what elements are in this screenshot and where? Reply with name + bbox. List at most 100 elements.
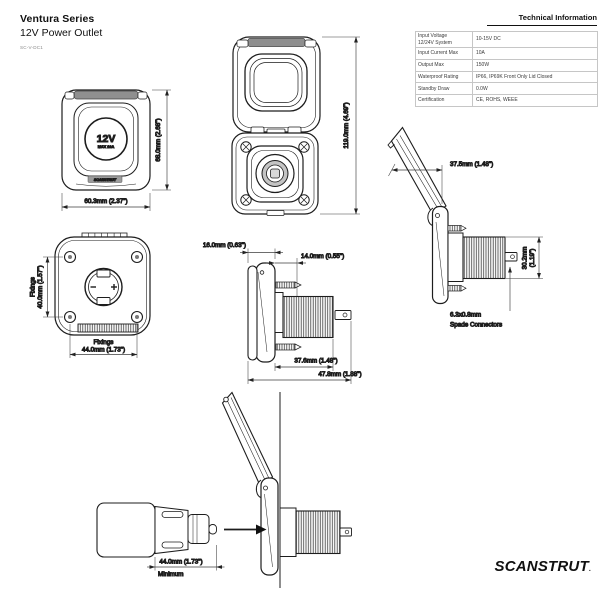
dim-fixings-height: 40.0mm (1.57") [37,265,44,308]
spade-connector [504,252,518,262]
screw [298,194,310,206]
spec-row: Output Max 150W [416,59,597,72]
lid-brand-text: SCANSTRUT [94,178,117,182]
spec-row: Certification CE, ROHS, WEEE [416,95,597,106]
collar [279,507,297,557]
spec-value: 10A [476,50,485,57]
spade-callout-line2: Spade Connectors [450,322,502,329]
dim-front-height: 68.0mm (2.68") [155,118,162,161]
dim-fixings-bottom-label: Fixings [94,339,114,346]
dim-plug-clearance: 44.0mm (1.73") [159,559,202,566]
threaded-barrel [295,510,341,555]
lid-seal-ring [244,53,308,112]
fixing-hole [130,250,144,264]
hinge-lug-right [137,91,148,100]
lid-badge-circle [84,117,128,161]
spec-label: Waterproof Rating [418,73,459,80]
plug-tip-contact [208,524,217,535]
dim-lid-open-depth: 37.5mm (1.48") [450,161,493,168]
lid-top-bar [247,38,306,47]
scanstrut-logo-text: SCANSTRUT [494,558,589,575]
tech-info-title: Technical Information [518,13,597,22]
spec-row: Input Current Max 10A [416,48,597,60]
spec-label: Input Current Max [418,50,459,57]
spec-value: CE, ROHS, WEEE [476,97,518,104]
plug-clip [161,541,184,549]
drawing-front-closed: 12V MAX 10A SCANSTRUT 60.3mm (2.37") 68.… [61,89,171,211]
tech-info-underline [487,25,597,27]
fixing-hole [130,310,144,324]
lid-12v-label: 12V [97,133,116,145]
lid-max-label: MAX 10A [98,145,115,149]
dim-barrel-height-1: 30.2mm [522,247,529,270]
spec-label-line2: 12/24V System [418,39,452,46]
hinge-pin [259,270,265,275]
fixing-hole [63,310,77,324]
threaded-barrel [462,236,506,280]
drawing-rear: Fixings 40.0mm (1.57") Fixings 44.0mm (1… [29,232,151,358]
drawing-side-closed: 16.0mm (0.63") 14.0mm (0.55") 37.6mm (1.… [202,242,362,384]
socket-contact [270,168,280,179]
terminal-tab [96,297,111,305]
open-lid-profile [221,391,274,488]
spec-value: 150W [476,62,490,69]
hinge-pin [435,213,440,218]
drawing-side-open: 37.5mm (1.48") 30.2mm (1.19") 6.3x0.8mm … [387,126,543,329]
scanstrut-logo: SCANSTRUT. [495,558,591,575]
hinge-lug-left [64,91,75,100]
mounting-screw [447,224,467,232]
dim-front-width: 60.3mm (2.37") [84,198,127,205]
product-sku: SC-V-DC1 [20,45,44,50]
collar [447,232,464,282]
terminal-tab [96,269,111,278]
flange [260,477,279,576]
series-title: Ventura Series [20,13,95,25]
spec-label: Input Voltage [418,33,448,39]
lid-brand-bar [87,175,123,183]
collar [274,292,284,333]
spec-row: Input Voltage 12/24V System 10-15V DC [416,32,597,48]
spec-label: Standby Draw [418,85,450,92]
spec-value: IP66, IP69K Front Only Lid Closed [476,73,553,80]
drawing-front-open: 119.0mm (4.69") [231,36,360,216]
screw [240,141,252,153]
dim-body-depth: 37.6mm (1.48") [294,358,337,365]
spade-connector [339,527,352,537]
spec-row: Standby Draw 0.0W [416,83,597,96]
lid-top-bar [73,90,139,100]
dim-open-height: 119.0mm (4.69") [343,102,350,148]
spec-label: Certification [418,97,445,104]
accessory-plug [96,502,217,558]
lid-pull-tab [223,396,229,403]
lid-pull-tab [387,140,395,149]
spec-value: 10-15V DC [476,36,501,43]
mounting-screw [275,343,302,351]
plug-tip-section [187,514,210,544]
plug-body [96,502,156,558]
terminal-housing [84,267,123,307]
title-block: Ventura Series 12V Power Outlet SC-V-DC1 [20,13,102,50]
spec-row: Waterproof Rating IP66, IP69K Front Only… [416,71,597,84]
socket-ring [255,153,295,194]
product-title: 12V Power Outlet [20,27,103,39]
plug-clip [161,511,184,518]
dim-plug-clearance-note: Minimum [158,571,184,578]
closed-lid-profile [247,265,258,361]
flange [431,205,449,305]
tech-info-table: Input Voltage 12/24V System 10-15V DC In… [415,31,598,107]
screw [240,194,252,206]
dim-bezel-depth: 16.0mm (0.63") [203,242,246,249]
fixing-hole [63,250,77,264]
dim-fixings-width: 44.0mm (1.73") [82,347,125,354]
logo-trademark-dot: . [588,566,591,573]
dim-panel-thickness: 14.0mm (0.55") [301,253,344,260]
mounting-screw [447,284,467,292]
spec-value: 0.0W [476,85,488,92]
mounting-screw [275,281,302,289]
drawing-installed: 44.0mm (1.73") Minimum [96,391,352,588]
dim-fixings-side-label: Fixings [30,277,37,297]
hinge-pin [263,485,268,491]
connector-ridges [77,323,139,333]
dim-total-depth: 47.8mm (1.88") [318,371,361,378]
